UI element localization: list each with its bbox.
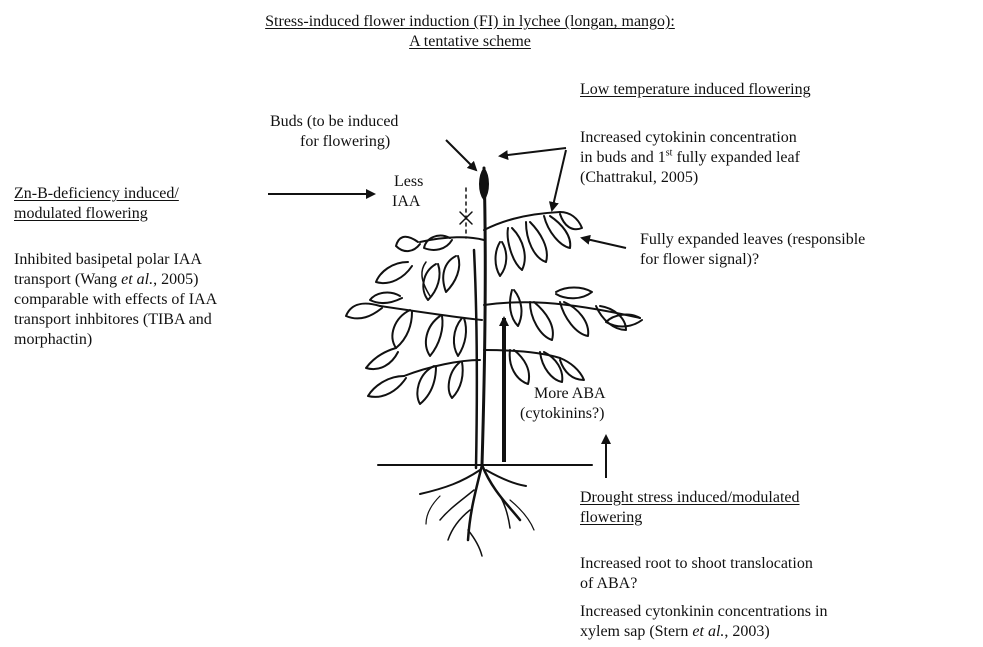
buds-label-line1: Buds (to be induced (270, 112, 398, 132)
zn-b-line3: comparable with effects of IAA (14, 290, 217, 310)
drought-line4-em: et al. (692, 623, 724, 640)
less-iaa-line1: Less (394, 172, 423, 192)
low-temp-citation: (Chattrakul, 2005) (580, 168, 698, 188)
drought-line4: xylem sap (Stern et al., 2003) (580, 622, 770, 642)
terminal-bud (480, 168, 489, 200)
main-stem (482, 168, 485, 465)
zn-b-line2-pre: transport (Wang (14, 271, 121, 288)
low-temp-line2-pre: in buds and 1 (580, 149, 666, 166)
drought-heading-line2: flowering (580, 508, 642, 528)
zn-b-line2: transport (Wang et al., 2005) (14, 270, 198, 290)
low-temp-heading: Low temperature induced flowering (580, 80, 811, 100)
zn-b-line1: Inhibited basipetal polar IAA (14, 250, 202, 270)
drought-line1: Increased root to shoot translocation (580, 554, 813, 574)
low-temp-line2: in buds and 1st fully expanded leaf (580, 148, 800, 168)
leaves-line1: Fully expanded leaves (responsible (640, 230, 865, 250)
buds-arrow (446, 140, 476, 170)
more-aba-line2: (cytokinins?) (520, 404, 604, 424)
zn-b-heading-line2: modulated flowering (14, 204, 148, 224)
less-iaa-line2: IAA (392, 192, 420, 212)
diagram-title: Stress-induced flower induction (FI) in … (170, 12, 770, 32)
drought-heading-line1: Drought stress induced/modulated (580, 488, 800, 508)
cytokinin-bud-arrow (500, 148, 566, 156)
diagram-subtitle: A tentative scheme (170, 32, 770, 52)
buds-label-line2: for flowering) (300, 132, 390, 152)
cytokinin-leaf-arrow (552, 150, 566, 210)
more-aba-line1: More ABA (534, 384, 606, 404)
zn-b-line4: transport inhbitores (TIBA and (14, 310, 212, 330)
leaves-line2: for flower signal)? (640, 250, 759, 270)
drought-line4-pre: xylem sap (Stern (580, 623, 692, 640)
leaves-arrow (582, 238, 626, 248)
drought-line4-post: , 2003) (724, 623, 769, 640)
zn-b-line2-post: , 2005) (153, 271, 198, 288)
low-temp-line1: Increased cytokinin concentration (580, 128, 797, 148)
drought-line2: of ABA? (580, 574, 637, 594)
low-temp-line2-post: fully expanded leaf (672, 149, 800, 166)
drought-line3: Increased cytonkinin concentrations in (580, 602, 827, 622)
zn-b-heading-line1: Zn-B-deficiency induced/ (14, 184, 179, 204)
zn-b-line5: morphactin) (14, 330, 92, 350)
zn-b-line2-em: et al. (121, 271, 153, 288)
